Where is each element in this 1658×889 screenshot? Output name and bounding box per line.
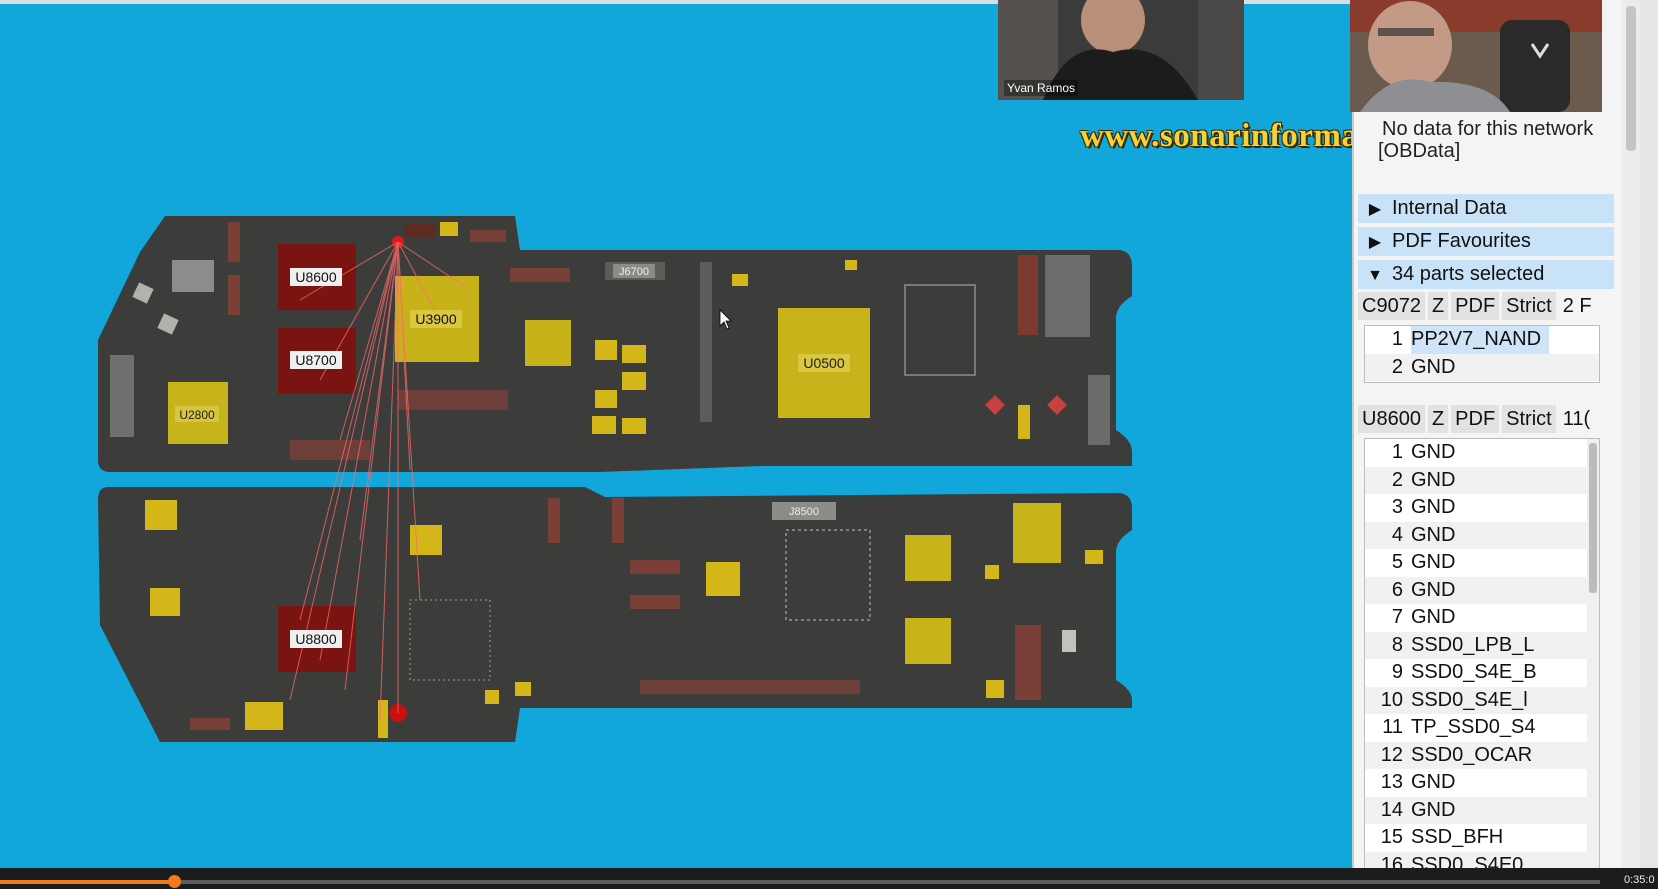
webcam-person-icon-2: [1350, 0, 1602, 112]
label-j8500: J8500: [789, 506, 819, 518]
strict-button[interactable]: Strict: [1502, 405, 1556, 433]
label-u8700: U8700: [295, 352, 336, 368]
section-label: Internal Data: [1392, 197, 1507, 219]
part-name[interactable]: U8600: [1358, 405, 1425, 433]
zoom-button[interactable]: Z: [1427, 405, 1449, 433]
scrollbar-thumb[interactable]: [1589, 443, 1597, 593]
net-ratsnest-lines: [289, 241, 471, 721]
video-controls-bar: [0, 868, 1658, 889]
expand-triangle-icon: ▶: [1368, 234, 1382, 251]
webcam-right: [1350, 0, 1602, 112]
board-bottom-outline: [98, 487, 1132, 742]
pin-count: 2 F: [1562, 295, 1592, 317]
part-labels: U8600 U8700 U3900 U2800 J6700 U0500 J850…: [175, 264, 850, 648]
viewer-top-bar: [0, 0, 1352, 4]
pin-count: 11(: [1562, 408, 1591, 430]
watermark-text: www.sonarinformatica.com: [1080, 118, 1352, 154]
section-internal-data[interactable]: ▶ Internal Data: [1358, 194, 1614, 223]
label-u3900: U3900: [415, 311, 456, 327]
parts-side-panel[interactable]: No data for this network [OBData] ▶ Inter…: [1352, 0, 1624, 868]
no-data-line-2: [OBData]: [1378, 140, 1461, 162]
mouse-cursor-icon: [719, 309, 732, 330]
video-timecode: 0:35:0: [1624, 874, 1655, 886]
expand-triangle-icon: ▶: [1368, 201, 1382, 218]
webcam-yvan-ramos: Yvan Ramos: [998, 0, 1244, 100]
section-label: 34 parts selected: [1392, 263, 1545, 285]
pdf-button[interactable]: PDF: [1451, 292, 1500, 320]
collapse-triangle-icon: ▼: [1367, 267, 1383, 284]
part-header-c9072: C9072 Z PDF Strict 2 F: [1358, 292, 1596, 320]
video-progress-fill: [0, 880, 174, 884]
webcam-person-icon: [998, 0, 1244, 100]
pcb-board-drawing[interactable]: U8600 U8700 U3900 U2800 J6700 U0500 J850…: [0, 0, 1352, 868]
pdf-button[interactable]: PDF: [1451, 405, 1500, 433]
webcam-name-label: Yvan Ramos: [1004, 80, 1079, 96]
part-name[interactable]: C9072: [1358, 292, 1425, 320]
label-u2800: U2800: [179, 408, 215, 422]
strict-button[interactable]: Strict: [1502, 292, 1556, 320]
label-j6700: J6700: [619, 266, 649, 278]
section-label: PDF Favourites: [1392, 230, 1531, 252]
section-parts-selected[interactable]: ▼ 34 parts selected: [1358, 260, 1614, 289]
label-u8600: U8600: [295, 269, 336, 285]
panel-scrollbar[interactable]: [1622, 0, 1640, 868]
no-data-line-1: No data for this network: [1382, 118, 1594, 140]
label-u8800: U8800: [295, 631, 336, 647]
part-header-u8600: U8600 Z PDF Strict 11(: [1358, 405, 1594, 433]
right-toolbar-strip: [1640, 0, 1658, 868]
pin-list-scrollbar[interactable]: [1587, 439, 1599, 868]
video-progress-bar[interactable]: [0, 875, 1600, 888]
zoom-button[interactable]: Z: [1427, 292, 1449, 320]
no-data-message: No data for this network [OBData]: [1378, 118, 1594, 162]
pcb-viewer-canvas[interactable]: U8600 U8700 U3900 U2800 J6700 U0500 J850…: [0, 0, 1352, 868]
panel-scrollbar-thumb[interactable]: [1626, 6, 1636, 151]
video-progress-knob[interactable]: [168, 875, 181, 888]
section-pdf-favourites[interactable]: ▶ PDF Favourites: [1358, 227, 1614, 256]
label-u0500: U0500: [803, 355, 844, 371]
